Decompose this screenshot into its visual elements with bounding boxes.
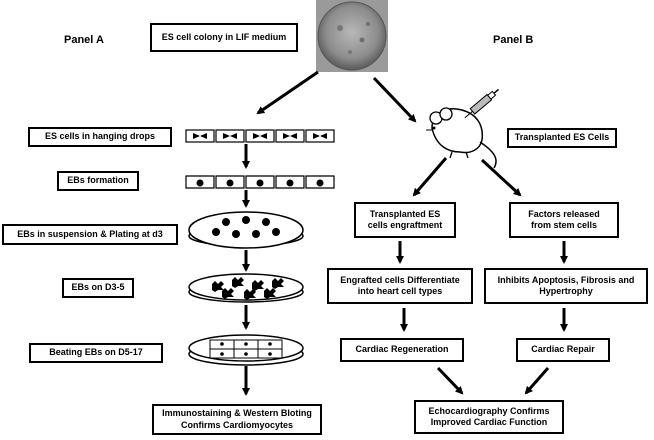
hanging-drops-box: ES cells in hanging drops	[28, 127, 172, 147]
factors-label-line1: Factors released	[528, 208, 600, 219]
ebs-formation-box: EBs formation	[57, 171, 139, 191]
factors-label-line2: from stem cells	[530, 220, 598, 230]
transplanted-box: Transplanted ES Cells	[507, 128, 617, 148]
differentiate-label-line2: into heart cell types	[357, 286, 443, 296]
suspension-box: EBs in suspension & Plating at d3	[2, 224, 178, 245]
panel-b-label: Panel B	[493, 34, 534, 46]
arrow-b-repair-echo	[524, 367, 550, 395]
differentiate-label-line1: Engrafted cells Differentiate	[340, 274, 460, 285]
arrow-b-left-split	[412, 157, 448, 197]
beating-dish-illustration	[188, 334, 304, 366]
panel-a-label: Panel A	[64, 34, 104, 46]
regeneration-box: Cardiac Regeneration	[340, 338, 464, 362]
ebs-formation-illustration	[185, 175, 335, 189]
suspension-dish-illustration	[188, 211, 304, 249]
ebs-d3-5-box: EBs on D3-5	[62, 278, 134, 298]
ebs-d3-5-label: EBs on D3-5	[71, 282, 125, 293]
echocardiography-label-line2: Improved Cardiac Function	[430, 417, 548, 427]
regeneration-label: Cardiac Regeneration	[355, 344, 449, 355]
beating-box: Beating EBs on D5-17	[29, 343, 163, 363]
arrow-colony-left	[256, 70, 319, 115]
hanging-drops-illustration	[185, 129, 335, 143]
colony-label: ES cell colony in LIF medium	[161, 31, 287, 42]
repair-label: Cardiac Repair	[531, 344, 595, 355]
inhibits-box: Inhibits Apoptosis, Fibrosis and Hypertr…	[484, 268, 648, 304]
factors-box: Factors released from stem cells	[509, 202, 619, 238]
repair-box: Cardiac Repair	[516, 338, 610, 362]
plated-dish-illustration	[188, 273, 304, 303]
differentiate-box: Engrafted cells Differentiate into heart…	[327, 268, 473, 304]
inhibits-label-line2: Hypertrophy	[539, 286, 593, 296]
beating-label: Beating EBs on D5-17	[49, 347, 143, 358]
echocardiography-box: Echocardiography Confirms Improved Cardi…	[414, 400, 564, 434]
engraftment-label-line2: cells engraftment	[367, 220, 443, 230]
arrow-b-right-split	[480, 158, 522, 197]
engraftment-box: Transplanted ES cells engraftment	[354, 202, 456, 238]
arrow-b-regen-echo	[436, 366, 464, 395]
mouse-syringe-illustration	[426, 88, 500, 169]
immunostaining-label-line2: Confirms Cardiomyocytes	[180, 419, 294, 430]
hanging-drops-label: ES cells in hanging drops	[44, 131, 156, 142]
inhibits-label-line1: Inhibits Apoptosis, Fibrosis and	[497, 274, 635, 285]
echocardiography-label-line1: Echocardiography Confirms	[428, 405, 550, 416]
arrow-colony-right	[372, 76, 417, 123]
suspension-label: EBs in suspension & Plating at d3	[17, 228, 163, 239]
ebs-formation-label: EBs formation	[67, 175, 129, 186]
colony-image	[316, 0, 388, 72]
engraftment-label-line1: Transplanted ES	[369, 208, 441, 219]
transplanted-label: Transplanted ES Cells	[514, 132, 610, 143]
immunostaining-box: Immunostaining & Western Bloting Confirm…	[152, 404, 322, 435]
colony-box: ES cell colony in LIF medium	[150, 23, 298, 52]
immunostaining-label-line1: Immunostaining & Western Bloting	[162, 408, 312, 419]
